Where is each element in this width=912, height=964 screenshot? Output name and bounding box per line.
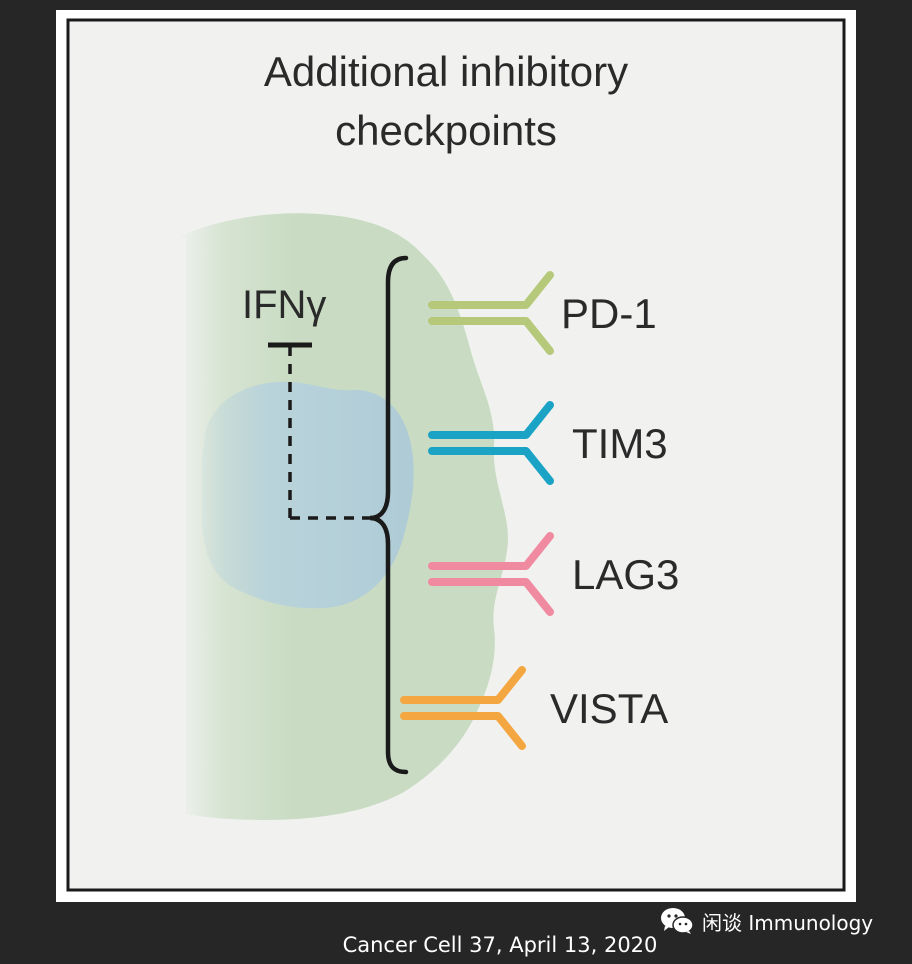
figure-panel: Additional inhibitory checkpoints IFNγ P…	[56, 10, 856, 902]
checkpoint-diagram: Additional inhibitory checkpoints IFNγ P…	[66, 18, 846, 892]
ifn-gamma-label: IFNγ	[242, 283, 326, 327]
receptor-glyph	[400, 666, 526, 750]
watermark-text: 闲谈 Immunology	[702, 910, 874, 935]
receptor-tim3: TIM3	[428, 401, 668, 485]
watermark: 闲谈 Immunology	[660, 905, 873, 937]
receptor-lag3: LAG3	[428, 532, 679, 616]
diagram-title-line1: Additional inhibitory	[264, 48, 628, 95]
receptor-label: LAG3	[572, 551, 679, 598]
receptor-pd-1: PD-1	[428, 271, 657, 355]
receptor-vista: VISTA	[400, 666, 668, 750]
receptor-glyph	[428, 271, 554, 355]
panel-frame	[66, 18, 846, 892]
receptor-label: TIM3	[572, 420, 668, 467]
receptor-glyph	[428, 401, 554, 485]
nucleus	[201, 381, 414, 609]
receptor-glyph	[428, 532, 554, 616]
citation-caption: Cancer Cell 37, April 13, 2020	[342, 933, 658, 957]
wechat-icon	[661, 908, 694, 934]
receptor-label: VISTA	[550, 685, 668, 732]
receptor-label: PD-1	[561, 290, 657, 337]
curly-brace	[369, 255, 409, 775]
diagram-title-line2: checkpoints	[335, 107, 557, 154]
